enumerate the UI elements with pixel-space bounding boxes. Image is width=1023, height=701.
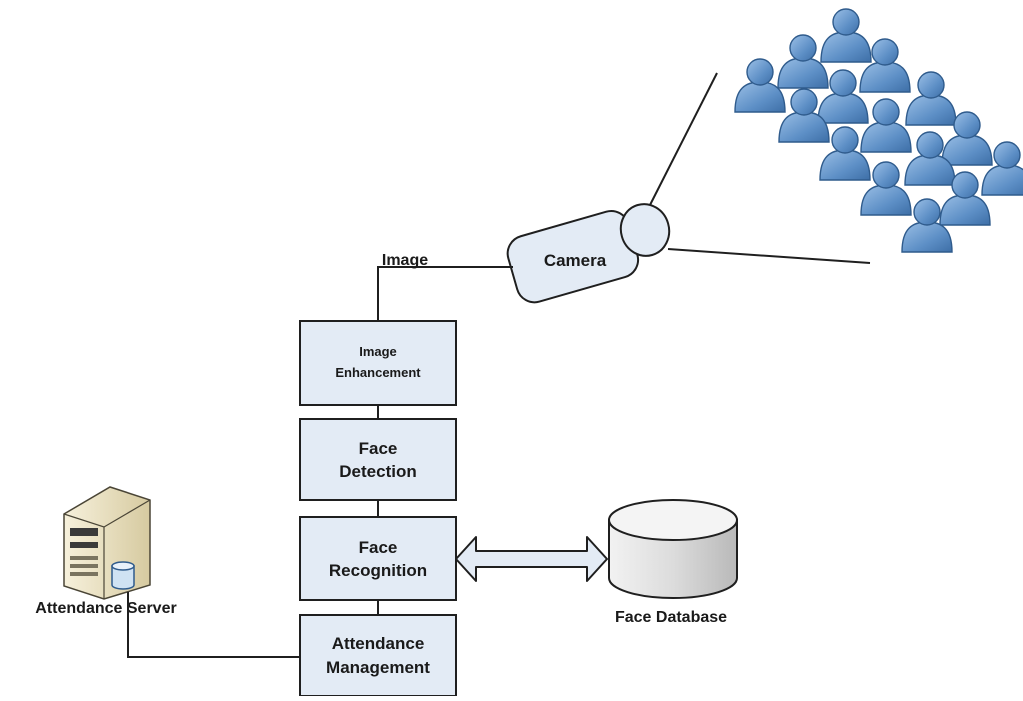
face-recognition-label-line2: Recognition: [329, 561, 427, 580]
attendance-server-label: Attendance Server: [35, 600, 176, 617]
database-cylinder-icon: [608, 499, 738, 599]
camera-icon: Camera: [506, 203, 671, 304]
camera-view-line-upper: [649, 72, 718, 206]
person-icon: [777, 34, 829, 89]
person-icon: [734, 58, 786, 113]
person-icon: [820, 8, 872, 63]
person-icon: [859, 38, 911, 93]
face-detection-block: Face Detection: [299, 418, 457, 501]
image-enhancement-block: Image Enhancement: [299, 320, 457, 406]
person-icon: [778, 88, 830, 143]
face-database-label: Face Database: [615, 609, 727, 626]
person-icon: [941, 111, 993, 166]
person-icon: [904, 131, 956, 186]
person-icon: [860, 161, 912, 216]
person-icon: [817, 69, 869, 124]
person-icon: [905, 71, 957, 126]
person-icon: [981, 141, 1023, 196]
image-connector: [377, 266, 513, 321]
person-icon: [819, 126, 871, 181]
person-icon: [901, 198, 953, 253]
face-recognition-block: Face Recognition: [299, 516, 457, 601]
face-detection-label-line2: Detection: [339, 462, 416, 481]
server-connector: [127, 592, 300, 658]
crowd-of-people-icon: [734, 8, 1023, 253]
attendance-management-label-line1: Attendance: [332, 634, 425, 653]
server-tower-icon: [63, 486, 151, 600]
image-label: Image: [382, 252, 428, 269]
double-headed-arrow-icon: [455, 536, 608, 582]
camera-view-line-lower: [667, 248, 871, 264]
attendance-management-block: Attendance Management: [299, 614, 457, 697]
person-icon: [939, 171, 991, 226]
face-detection-label-line1: Face: [359, 439, 398, 458]
image-enhancement-label-line2: Enhancement: [335, 365, 421, 380]
person-icon: [860, 98, 912, 153]
face-recognition-label-line1: Face: [359, 538, 398, 557]
image-enhancement-label-line1: Image: [359, 344, 397, 359]
attendance-management-label-line2: Management: [326, 658, 430, 677]
camera-label: Camera: [544, 251, 607, 270]
